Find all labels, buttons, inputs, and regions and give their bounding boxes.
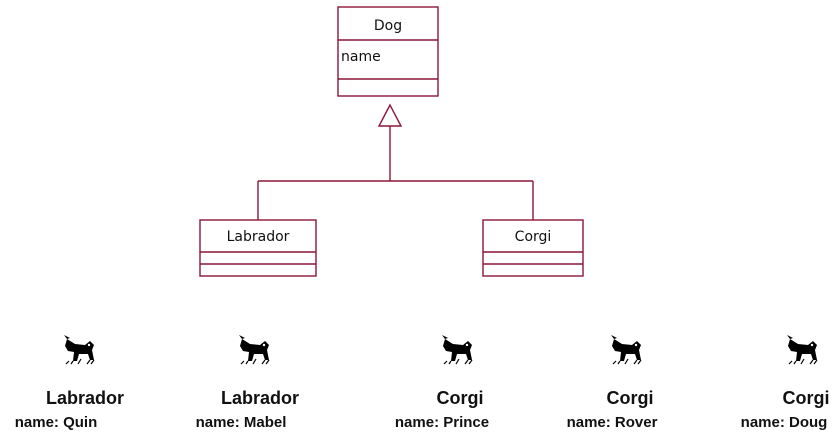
- instance-labrador-mabel: Labrador name: Mabel: [196, 334, 299, 431]
- uml-class-labrador: Labrador: [199, 219, 317, 277]
- instance-corgi-prince: Corgi name: Prince: [395, 334, 489, 431]
- corgi-class-name: Corgi: [515, 229, 552, 245]
- dog-icon: [63, 334, 95, 365]
- instance-type-label: Corgi: [783, 388, 830, 408]
- instance-labrador-quin: Labrador name: Quin: [15, 334, 124, 431]
- instance-name-label: name: Mabel: [196, 414, 287, 431]
- instance-type-label: Corgi: [607, 388, 654, 408]
- uml-class-dog: Dog name: [337, 6, 439, 97]
- inheritance-connectors: [257, 103, 534, 220]
- dog-icon: [786, 334, 818, 365]
- instance-name-label: name: Rover: [567, 414, 658, 431]
- dog-class-attribute: name: [341, 49, 381, 65]
- dog-icon: [238, 334, 270, 365]
- dog-class-box: [337, 6, 439, 97]
- dog-icon: [610, 334, 642, 365]
- dog-icon: [441, 334, 473, 365]
- instance-corgi-rover: Corgi name: Rover: [567, 334, 658, 431]
- corgi-class-box: [482, 219, 584, 277]
- dog-class-name: Dog: [374, 18, 402, 34]
- instance-type-label: Corgi: [437, 388, 484, 408]
- instance-type-label: Labrador: [46, 388, 124, 408]
- labrador-class-name: Labrador: [227, 229, 290, 245]
- instance-corgi-doug: Corgi name: Doug: [741, 334, 830, 431]
- uml-class-corgi: Corgi: [482, 219, 584, 277]
- instance-name-label: name: Prince: [395, 414, 489, 431]
- instance-name-label: name: Quin: [15, 414, 98, 431]
- labrador-class-box: [199, 219, 317, 277]
- inheritance-arrow-icon: [377, 103, 403, 127]
- instance-name-label: name: Doug: [741, 414, 828, 431]
- instance-type-label: Labrador: [221, 388, 299, 408]
